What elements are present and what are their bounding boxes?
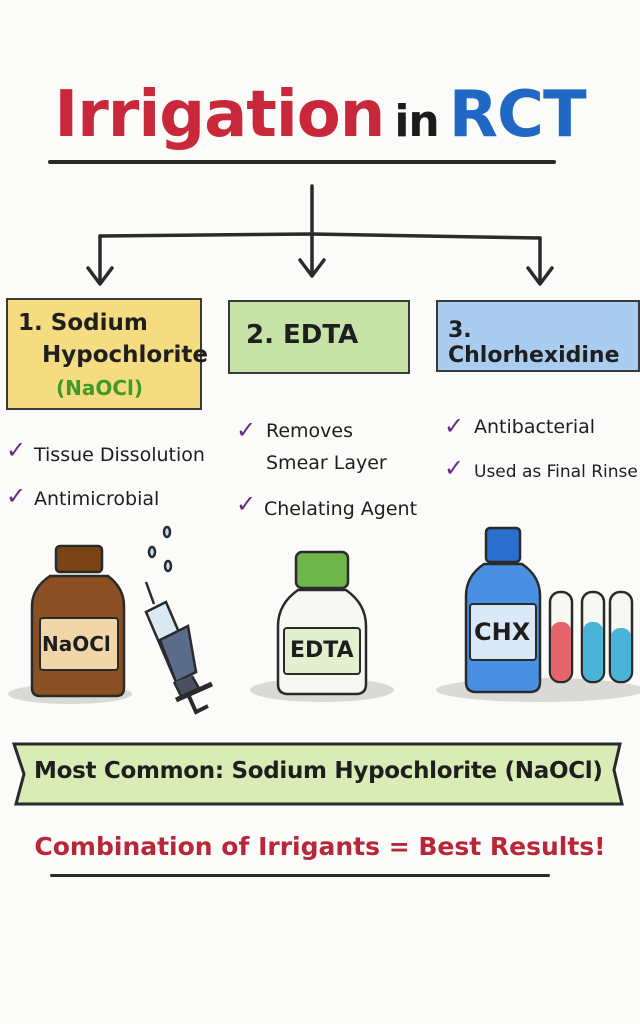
sodium-hypochlorite-box: 1. Sodium Hypochlorite (NaOCl) xyxy=(6,298,208,410)
check-icon: ✓ xyxy=(444,454,465,482)
title-in: in xyxy=(394,96,439,147)
box1-line2: Hypochlorite xyxy=(42,342,209,368)
naocl-property: Tissue Dissolution xyxy=(34,444,205,466)
naocl-bottle xyxy=(30,544,126,698)
check-icon: ✓ xyxy=(6,482,27,510)
chx-bottle xyxy=(464,526,542,694)
connector-arrows xyxy=(86,184,554,286)
result-statement: Combination of Irrigants = Best Results! xyxy=(34,832,606,861)
edta-property: Chelating Agent xyxy=(264,498,418,520)
box1-line3: (NaOCl) xyxy=(56,376,144,400)
edta-property: Smear Layer xyxy=(266,452,387,474)
check-icon: ✓ xyxy=(444,412,465,440)
title-underline xyxy=(48,160,556,164)
chx-property: Used as Final Rinse xyxy=(474,462,638,482)
banner-shape xyxy=(11,742,624,806)
title-irrigation: Irrigation xyxy=(54,78,385,152)
test-tubes-icon xyxy=(548,590,634,684)
edta-property: Removes xyxy=(266,420,354,442)
check-icon: ✓ xyxy=(6,436,27,464)
naocl-property: Antimicrobial xyxy=(34,488,160,510)
syringe-icon xyxy=(144,525,214,715)
title-rct: RCT xyxy=(448,78,587,152)
chx-bottle-label: CHX xyxy=(474,618,531,646)
naocl-bottle-label: NaOCl xyxy=(42,632,111,656)
box3-label: 3. Chlorhexidine xyxy=(448,318,620,368)
chlorhexidine-box: 3. Chlorhexidine xyxy=(436,300,640,372)
box2-label: 2. EDTA xyxy=(246,320,359,350)
most-common-banner: Most Common: Sodium Hypochlorite (NaOCl) xyxy=(34,758,603,784)
edta-box: 2. EDTA xyxy=(228,300,410,374)
check-icon: ✓ xyxy=(236,490,257,518)
check-icon: ✓ xyxy=(236,416,257,444)
edta-bottle-label: EDTA xyxy=(290,638,354,663)
box1-line1: 1. Sodium xyxy=(18,310,148,336)
edta-bottle xyxy=(276,550,368,696)
result-underline xyxy=(50,874,550,877)
chx-property: Antibacterial xyxy=(474,416,596,438)
